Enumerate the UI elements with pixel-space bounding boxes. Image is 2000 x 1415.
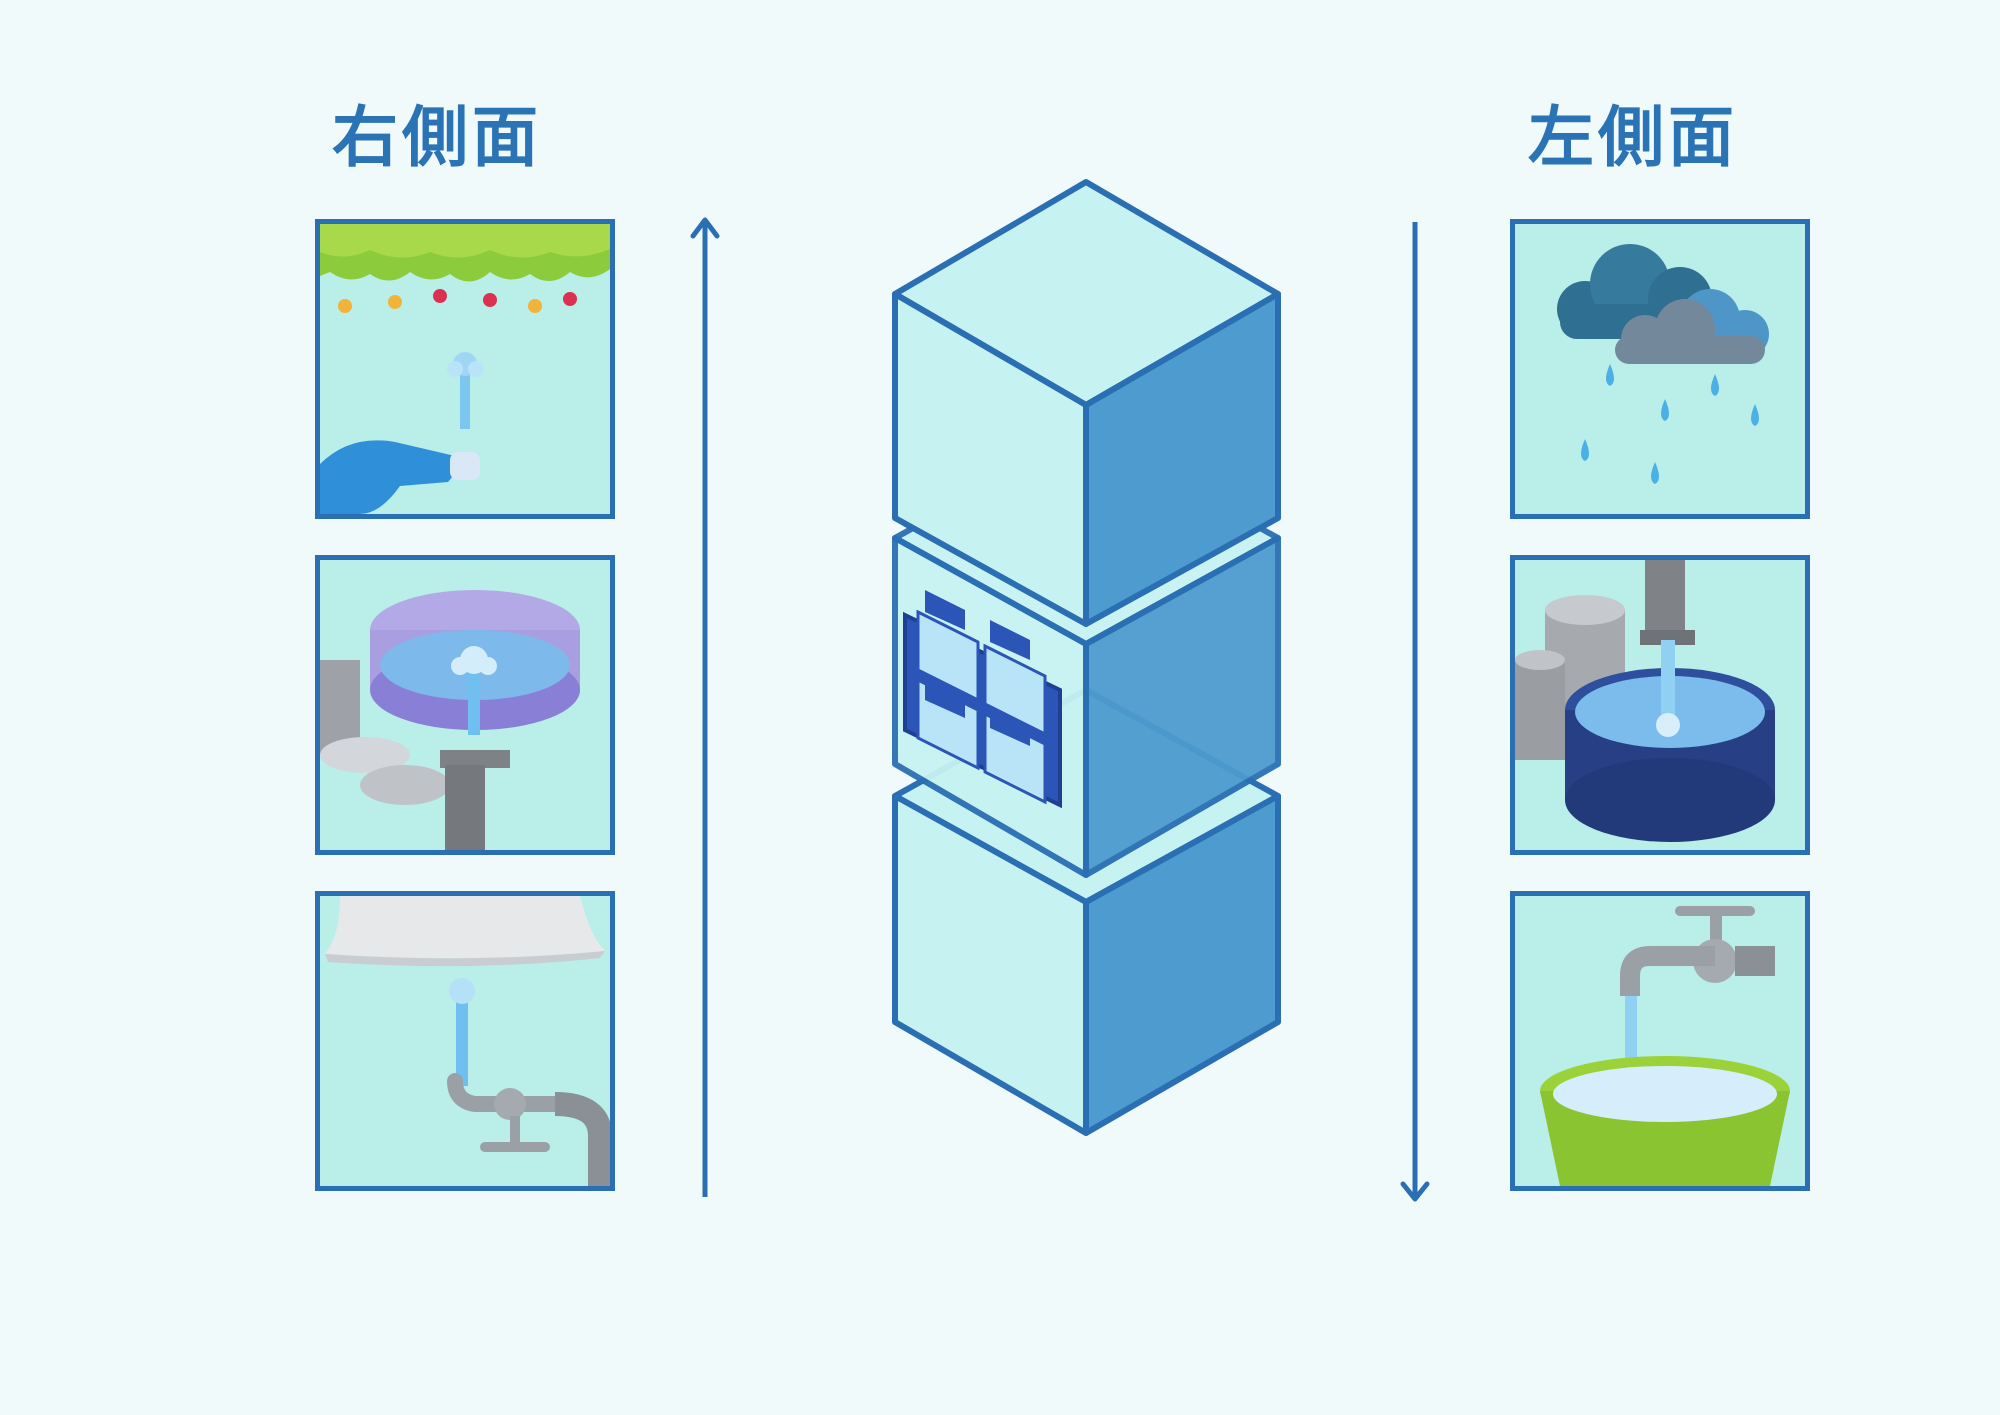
rain-cloud-illustration xyxy=(1515,224,1805,514)
pipe-icon xyxy=(440,750,510,850)
cloth-filter-icon xyxy=(325,896,605,967)
raindrop-icon xyxy=(1581,364,1759,484)
water-jet-icon xyxy=(451,646,497,735)
faucet-icon xyxy=(447,1073,610,1186)
right-side-heading: 右側面 xyxy=(332,99,542,176)
plants-water-illustration xyxy=(320,224,610,514)
panel-filter-tank xyxy=(315,555,615,855)
tank-icon xyxy=(320,660,450,805)
cloud-icon xyxy=(1557,244,1769,364)
bucket-icon xyxy=(1540,1056,1790,1186)
top-cube xyxy=(892,179,1281,627)
filter-tank-illustration xyxy=(320,560,610,850)
panel-rain-cloud xyxy=(1510,219,1810,519)
faucet-icon xyxy=(1620,906,1775,996)
faucet-bucket-illustration xyxy=(1515,896,1805,1186)
flower-vine-icon xyxy=(320,224,610,313)
water-splash-icon xyxy=(447,352,484,429)
water-jet-icon xyxy=(449,978,475,1086)
sleeve-hand-icon xyxy=(320,440,480,514)
left-side-heading: 左側面 xyxy=(1528,99,1738,176)
water-stream-icon xyxy=(1656,640,1680,737)
faucet-filter-illustration xyxy=(320,896,610,1186)
reservoir-illustration xyxy=(1515,560,1805,850)
filter-media-icon xyxy=(903,590,1062,809)
up-arrow xyxy=(690,217,720,1197)
down-arrow xyxy=(1400,222,1430,1202)
panel-plants-water xyxy=(315,219,615,519)
panel-faucet-bucket xyxy=(1510,891,1810,1191)
panel-faucet-filter xyxy=(315,891,615,1191)
panel-reservoir xyxy=(1510,555,1810,855)
pipe-icon xyxy=(1640,560,1695,645)
